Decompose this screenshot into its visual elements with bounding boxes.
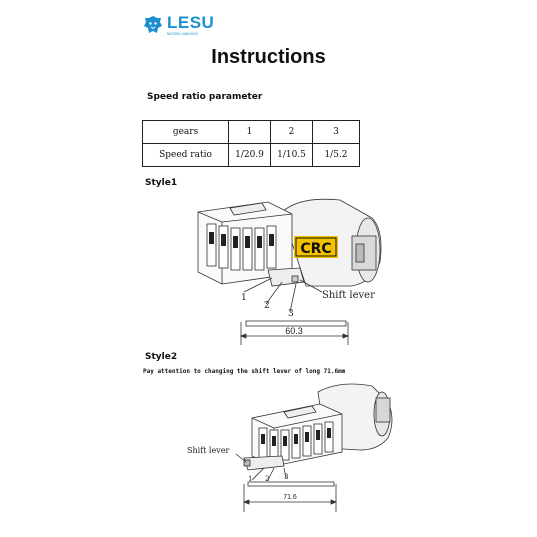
style2-gearbox-drawing [235, 383, 393, 512]
speed-ratio-table: gears 1 2 3 Speed ratio 1/20.9 1/10.5 1/… [142, 120, 360, 167]
table-cell: 1/20.9 [228, 143, 271, 167]
style1-dimension: 60.3 [285, 326, 303, 336]
style1-position-2: 2 [264, 301, 270, 311]
brand-tagline: MODEL MAKING [167, 31, 198, 36]
style2-position-1: 1 [248, 475, 252, 483]
style1-shift-lever-label: Shift lever [322, 290, 375, 301]
style2-position-3: 3 [284, 473, 288, 481]
table-cell: 1/10.5 [270, 143, 313, 167]
table-cell: Speed ratio [142, 143, 229, 167]
crc-badge-text: CRC [300, 241, 331, 257]
table-cell: 1/5.2 [312, 143, 360, 167]
style2-heading: Style2 [145, 352, 178, 362]
speed-ratio-heading: Speed ratio parameter [147, 92, 263, 102]
brand-logo: LESU MODEL MAKING [143, 14, 214, 36]
crc-badge [294, 236, 338, 258]
style2-note: Pay attention to changing the shift leve… [143, 368, 346, 375]
style1-position-1: 1 [241, 293, 247, 303]
brand-name: LESU [167, 13, 215, 32]
style2-shift-lever-label: Shift lever [187, 446, 229, 455]
style2-position-2: 2 [265, 475, 269, 483]
style2-dimension: 71.6 [283, 494, 297, 501]
style1-gearbox-drawing [197, 198, 382, 345]
table-row: gears 1 2 3 [142, 120, 360, 144]
table-cell: gears [142, 120, 229, 144]
style1-heading: Style1 [145, 178, 178, 188]
table-row: Speed ratio 1/20.9 1/10.5 1/5.2 [142, 143, 360, 167]
page-title: Instructions [211, 46, 326, 68]
style1-position-3: 3 [288, 309, 294, 319]
lion-head-icon [144, 16, 162, 33]
